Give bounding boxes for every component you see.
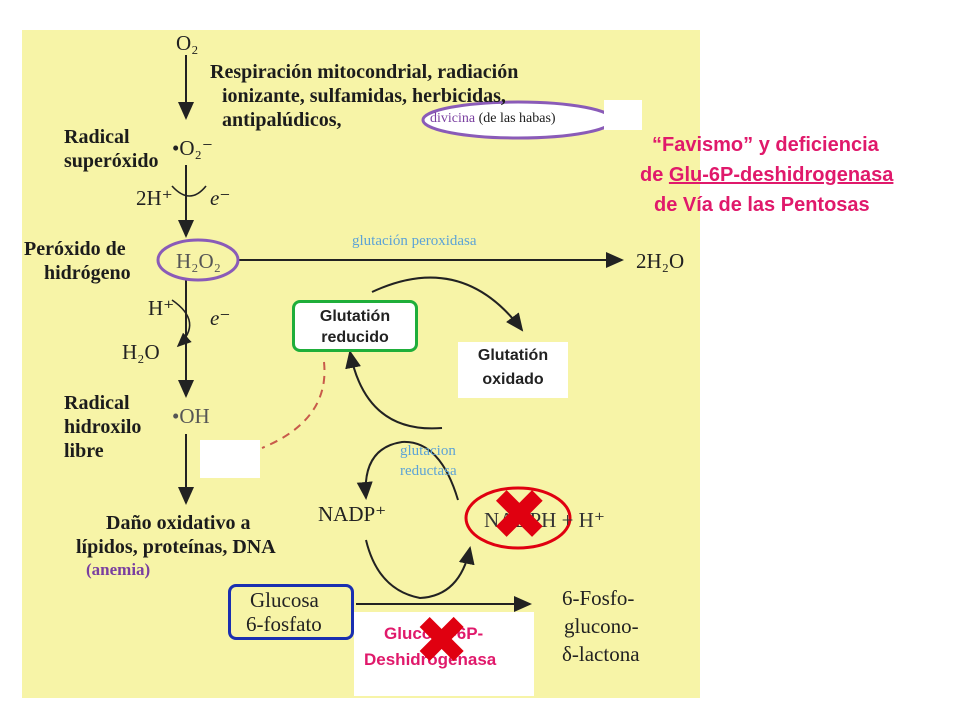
hydroxyl-label-3: libre — [64, 440, 104, 462]
sources-line3: antipalúdicos, — [222, 109, 342, 131]
arc-2h-e — [171, 185, 207, 197]
peroxide-label-1: Peróxido de — [24, 238, 126, 260]
enzyme-glutathione-peroxidase: glutación peroxidasa — [352, 233, 477, 249]
superoxide-label-1: Radical — [64, 126, 130, 148]
title-line1: “Favismo” y deficiencia — [652, 134, 879, 156]
arc-oxidized-to-reduced — [345, 350, 443, 430]
divicina-note: divicina (de las habas) — [430, 111, 556, 127]
white-patch — [604, 100, 642, 130]
glucose-line1: Glucosa — [250, 588, 319, 612]
damage-line2: lípidos, proteínas, DNA — [76, 536, 276, 558]
glutathione-reduced-box: Glutatión reducido — [292, 300, 418, 352]
white-patch — [200, 440, 260, 478]
glutathione-reduced-line2: reducido — [321, 329, 389, 346]
g6pd-line2: Deshidrogenasa — [364, 650, 497, 669]
highlight-peroxide — [156, 238, 240, 282]
hydroxyl-label-2: hidroxilo — [64, 416, 142, 438]
two-h-plus: 2H⁺ — [136, 186, 173, 210]
cross-mark-icon: ✖ — [490, 474, 549, 556]
o2-label: O₂ — [176, 31, 199, 55]
arc-glutathione-to-oxidized — [371, 276, 524, 332]
pathway-figure-panel — [22, 30, 700, 698]
damage-line1: Daño oxidativo a — [106, 512, 251, 534]
peroxide-label-2: hidrógeno — [44, 262, 131, 284]
nadph-label: NADPH + H⁺ — [484, 508, 605, 532]
glutathione-reduced-line1: Glutatión — [319, 308, 391, 325]
glutathione-oxidized-line2: oxidado — [482, 371, 544, 388]
hydroxyl-formula: •OH — [172, 404, 210, 428]
nadp-label: NADP⁺ — [318, 502, 387, 526]
highlight-nadph — [464, 486, 572, 550]
sources-line2: ionizante, sulfamidas, herbicidas, — [222, 85, 506, 107]
two-water: 2H₂O — [636, 249, 685, 273]
h-plus: H⁺ — [148, 296, 175, 320]
water: H₂O — [122, 340, 160, 364]
lactone-line1: 6-Fosfo- — [562, 586, 635, 610]
title-line2-prefix: de — [640, 164, 669, 186]
sources-line1: Respiración mitocondrial, radiación — [210, 61, 519, 83]
arc-nadph-to-nadp — [356, 440, 459, 501]
title-g6pd-underlined: Glu-6P-deshidrogenasa — [668, 164, 894, 186]
cross-mark-icon: ✖ — [414, 602, 470, 679]
glutathione-oxidized-box: Glutatión oxidado — [458, 342, 568, 398]
white-patch-g6pd — [354, 612, 534, 696]
enzyme-reductase-line1: glutacion — [400, 443, 456, 459]
electron-label-1: e⁻ — [210, 186, 231, 210]
superoxide-formula: •O₂⁻ — [172, 136, 213, 160]
title-line2: de Glu-6P-deshidrogenasa — [640, 164, 893, 187]
title-line3: de Vía de las Pentosas — [654, 194, 870, 216]
dashed-arrow-hydroxyl-to-glutathione — [261, 361, 326, 449]
peroxide-formula: H₂O₂ — [176, 249, 221, 273]
anemia-label: (anemia) — [86, 560, 151, 579]
glucose-box-outline — [228, 584, 354, 640]
enzyme-reductase-line2: reductasa — [400, 463, 457, 479]
glucose-line2: 6-fosfato — [246, 612, 322, 636]
lactone-line3: δ-lactona — [562, 642, 640, 666]
divicina-source: (de las habas) — [478, 111, 556, 126]
superoxide-label-2: superóxido — [64, 150, 159, 172]
glutathione-oxidized-line1: Glutatión — [477, 347, 549, 364]
hydroxyl-label-1: Radical — [64, 392, 130, 414]
electron-label-2: e⁻ — [210, 306, 231, 330]
g6pd-line1: Glucosa-6P- — [384, 624, 484, 643]
divicina-label: divicina — [430, 111, 476, 126]
lactone-line2: glucono- — [564, 614, 639, 638]
arc-h-e-to-water — [171, 299, 192, 348]
arc-nadp-to-nadph — [365, 539, 475, 600]
